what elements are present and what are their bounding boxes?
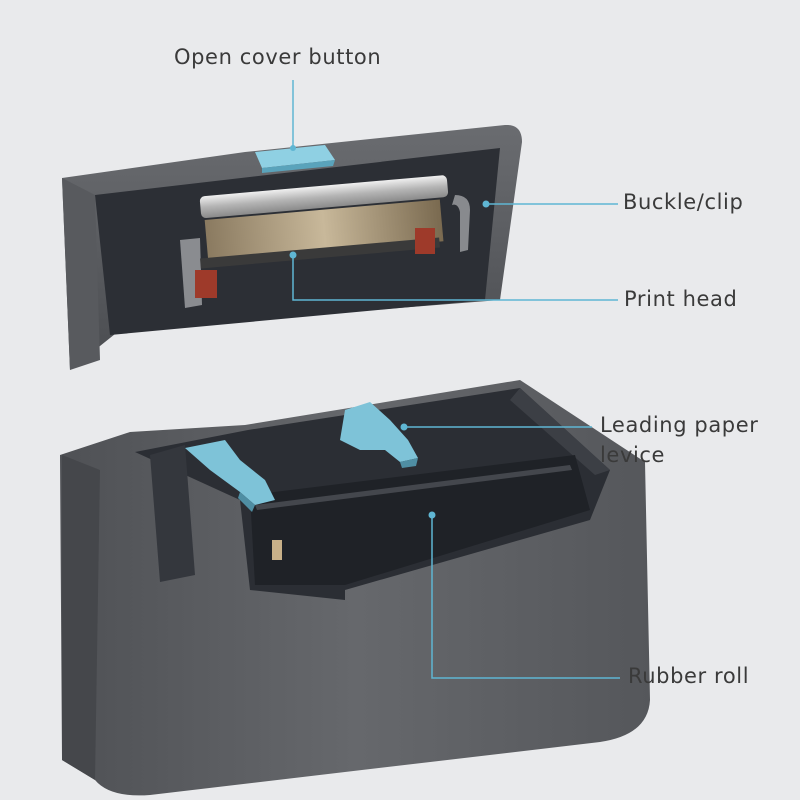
- label-buckle-clip: Buckle/clip: [623, 190, 744, 214]
- label-open-cover-button: Open cover button: [174, 45, 382, 69]
- paper-guide-left[interactable]: [185, 440, 275, 512]
- leader-lines: [292, 80, 620, 679]
- leader-dots: [289, 145, 490, 519]
- leader-print-head: [292, 255, 618, 301]
- label-leading-paper-line1: Leading paper: [600, 413, 759, 437]
- paper-guide-right[interactable]: [340, 402, 418, 468]
- open-cover-button[interactable]: [255, 145, 335, 173]
- label-rubber-roll: Rubber roll: [628, 664, 750, 688]
- label-leading-paper-line2: levice: [600, 443, 666, 467]
- print-head: [195, 175, 449, 298]
- rubber-roll: [250, 455, 590, 585]
- leader-rubber-roll: [431, 515, 620, 679]
- label-leading-paper-device: Leading paper levice: [600, 410, 790, 470]
- label-print-head: Print head: [624, 287, 738, 311]
